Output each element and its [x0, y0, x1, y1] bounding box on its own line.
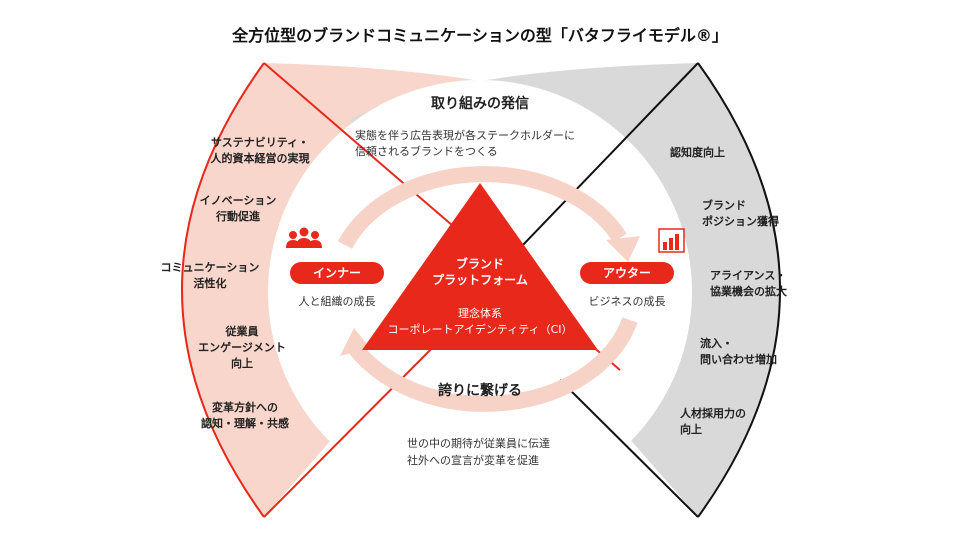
- cycle-arrow-top-head: [606, 236, 640, 262]
- top-cycle-note-line2: 信頼されるブランドをつくる: [355, 145, 498, 158]
- right-wing-diagonal-low: [559, 379, 699, 518]
- right-item-4-line2: 問い合わせ増加: [700, 353, 777, 366]
- left-item-1-line1: サステナビリティ・: [210, 136, 310, 149]
- right-item-1-line1: 認知度向上: [670, 146, 725, 159]
- right-item-1: 認知度向上: [670, 145, 725, 161]
- right-item-2: ブランド ポジション獲得: [702, 198, 779, 230]
- left-item-4: 従業員 エンゲージメント 向上: [172, 324, 312, 372]
- cycle-arrow-bottom-head: [340, 328, 370, 356]
- left-item-3-line1: コミュニケーション: [160, 261, 260, 274]
- bottom-cycle-heading: 誇りに繋げる: [438, 383, 522, 399]
- platform-title-line2: プラットフォーム: [432, 273, 528, 287]
- cycle-arrow-bottom: [348, 317, 638, 412]
- left-item-1: サステナビリティ・ 人的資本経営の実現: [190, 135, 330, 167]
- people-icon: [286, 227, 322, 248]
- right-item-5: 人材採用力の 向上: [680, 406, 746, 438]
- left-item-4-line3: 向上: [231, 357, 253, 370]
- left-item-5-line2: 認知・理解・共感: [201, 417, 289, 430]
- right-item-2-line1: ブランド: [702, 199, 746, 212]
- bottom-cycle-note-line2: 社外への宣言が変革を促進: [407, 454, 539, 467]
- right-item-5-line2: 向上: [680, 423, 702, 436]
- left-item-2-line2: 行動促進: [216, 210, 260, 223]
- inner-sub-label: 人と組織の成長: [298, 295, 376, 308]
- right-item-5-line1: 人材採用力の: [680, 407, 746, 420]
- right-wing-outline: [697, 62, 781, 518]
- page-title: 全方位型のブランドコミュニケーションの型「バタフライモデル®」: [232, 26, 728, 45]
- right-item-3-line2: 協業機会の拡大: [710, 285, 787, 298]
- bar-chart-icon: [658, 228, 685, 253]
- left-item-5: 変革方針への 認知・理解・共感: [175, 400, 315, 432]
- outer-label-badge: アウター: [580, 262, 674, 284]
- left-item-3-line2: 活性化: [193, 277, 227, 290]
- inner-label-badge: インナー: [290, 262, 384, 284]
- top-cycle-heading: 取り組みの発信: [431, 96, 529, 112]
- outer-sub-label: ビジネスの成長: [588, 295, 666, 308]
- left-item-3: コミュニケーション 活性化: [140, 260, 280, 292]
- right-item-4-line1: 流入・: [700, 337, 733, 350]
- right-item-3-line1: アライアンス・: [710, 269, 787, 282]
- left-item-2-line1: イノベーション: [199, 194, 277, 207]
- platform-title-line1: ブランド: [455, 257, 504, 271]
- platform-sub-line1: 理念体系: [458, 307, 502, 320]
- bottom-cycle-note-line1: 世の中の期待が従業員に伝達: [407, 437, 550, 450]
- cycle-arrow-top: [337, 166, 627, 249]
- left-wing-outline: [181, 62, 265, 518]
- left-item-1-line2: 人的資本経営の実現: [210, 152, 310, 165]
- left-item-4-line2: エンゲージメント: [198, 341, 286, 354]
- right-item-4: 流入・ 問い合わせ増加: [700, 336, 777, 368]
- platform-triangle: [362, 183, 598, 350]
- left-item-2: イノベーション 行動促進: [168, 193, 308, 225]
- top-cycle-note-line1: 実態を伴う広告表現が各ステークホルダーに: [355, 129, 575, 142]
- right-item-2-line2: ポジション獲得: [702, 215, 779, 228]
- left-item-4-line1: 従業員: [225, 325, 259, 338]
- platform-sub-line2: コーポレートアイデンティティ（CI）: [387, 323, 573, 336]
- left-item-5-line1: 変革方針への: [212, 401, 278, 414]
- right-item-3: アライアンス・ 協業機会の拡大: [710, 268, 787, 300]
